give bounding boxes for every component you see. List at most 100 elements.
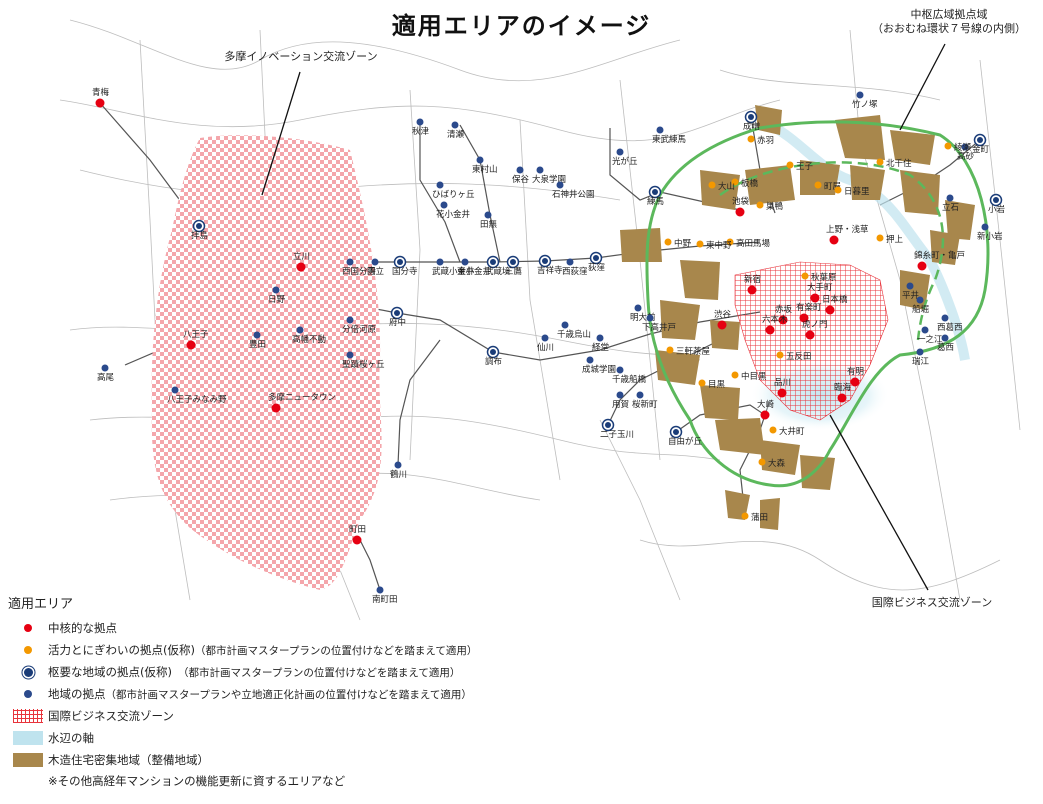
vitality-station-label: 東中野 <box>706 240 732 251</box>
core-station-marker <box>810 293 820 303</box>
local-station-marker <box>616 391 624 399</box>
vitality-station-label: 秋葉原 <box>811 272 837 283</box>
local-station-label: 桜新町 <box>632 399 658 410</box>
local-station-marker <box>916 348 924 356</box>
core-station-label: 錦糸町・亀戸 <box>914 250 965 261</box>
local-station-marker <box>272 286 280 294</box>
core-station-label: 臨海 <box>834 382 852 393</box>
local-station-marker <box>921 326 929 334</box>
vitality-station-marker <box>731 371 739 379</box>
local-station-marker <box>536 166 544 174</box>
callout-line-intl <box>829 414 929 591</box>
page-title: 適用エリアのイメージ <box>391 12 652 40</box>
vitality-station-marker <box>786 161 794 169</box>
local-station-marker <box>981 223 989 231</box>
key-local-station-marker-core <box>490 259 496 265</box>
vitality-station-label: 蒲田 <box>751 512 768 523</box>
local-station-label: 大泉学園 <box>532 174 566 185</box>
local-station-label: 東武練馬 <box>652 134 686 145</box>
vitality-station-marker <box>741 512 749 520</box>
legend-item-water: 水辺の軸 <box>8 727 648 749</box>
core-station-marker <box>799 313 809 323</box>
vitality-station-label: 日暮里 <box>844 186 870 197</box>
local-station-label: 田無 <box>480 219 498 230</box>
wood-box-icon <box>13 753 43 767</box>
vitality-station-marker <box>747 135 755 143</box>
core-station-marker <box>271 403 281 413</box>
local-station-marker <box>856 91 864 99</box>
local-station-marker <box>586 356 594 364</box>
legend-label-local: 地域の拠点 <box>48 687 106 701</box>
local-station-marker <box>561 321 569 329</box>
local-station-label: 高尾 <box>97 372 115 383</box>
local-station-marker <box>616 366 624 374</box>
local-station-label: 葛西 <box>937 342 954 353</box>
local-station-marker <box>941 334 949 342</box>
callout-chusu-sub: （おおむね環状７号線の内側） <box>872 22 1026 35</box>
core-station-marker <box>95 98 105 108</box>
key-local-station-marker-core <box>394 310 400 316</box>
legend-heading: 適用エリア <box>8 597 74 612</box>
key-local-station-marker-core <box>977 137 983 143</box>
core-station-marker <box>765 325 775 335</box>
local-station-marker <box>253 331 261 339</box>
local-station-label: 日野 <box>268 295 286 305</box>
key-local-station-marker-core <box>510 259 516 265</box>
local-station-label: 東村山 <box>472 164 498 175</box>
legend: 適用エリア 中核的な拠点 活力とにぎわいの拠点(仮称) （都市計画マスタープラン… <box>8 593 648 789</box>
local-station-label: 豊田 <box>249 339 266 350</box>
vitality-station-marker <box>708 181 716 189</box>
core-station-marker <box>825 305 835 315</box>
local-station-marker <box>476 156 484 164</box>
callout-chusu: 中枢広域拠点域 （おおむね環状７号線の内側） <box>856 8 1042 36</box>
local-station-marker <box>596 334 604 342</box>
local-station-label: ひばりヶ丘 <box>432 190 475 200</box>
key-local-station-label: 荻窪 <box>588 262 605 273</box>
key-local-station-label: 練馬 <box>647 196 664 207</box>
vitality-station-label: 中野 <box>674 238 692 249</box>
local-station-label: 経堂 <box>592 342 609 353</box>
core-station-marker <box>186 340 196 350</box>
local-station-label: 竹ノ塚 <box>852 99 878 110</box>
local-station-label: 南町田 <box>372 594 398 605</box>
local-station-label: 千歳烏山 <box>557 329 591 340</box>
key-local-station-label: 拝島 <box>191 230 209 241</box>
local-station-marker <box>394 461 402 469</box>
core-station-marker <box>735 207 745 217</box>
vitality-dot-icon <box>24 646 32 654</box>
core-station-label: 大手町 <box>807 282 833 293</box>
local-station-label: 分倍河原 <box>342 324 376 335</box>
core-station-marker <box>717 320 727 330</box>
core-station-marker <box>760 410 770 420</box>
core-station-label: 青梅 <box>92 87 110 98</box>
local-station-marker <box>376 586 384 594</box>
local-station-label: 立石 <box>942 202 959 213</box>
core-station-label: 六本木 <box>762 314 788 325</box>
key-local-station-marker-core <box>748 114 754 120</box>
vitality-station-label: 三軒茶屋 <box>676 346 711 357</box>
vitality-station-marker <box>944 142 952 150</box>
key-local-station-marker-core <box>593 255 599 261</box>
local-station-marker <box>296 326 304 334</box>
local-station-label: 船堀 <box>912 304 929 315</box>
local-station-marker <box>461 258 469 266</box>
vitality-station-label: 赤羽 <box>757 136 774 146</box>
local-station-marker <box>634 304 642 312</box>
core-station-marker <box>778 315 788 325</box>
key-local-station-marker-core <box>397 259 403 265</box>
local-station-marker <box>541 334 549 342</box>
callout-line-chusu <box>899 43 946 131</box>
ring-road-7 <box>645 120 990 488</box>
local-station-label: 千歳船橋 <box>612 374 647 385</box>
vitality-station-label: 押上 <box>886 234 904 245</box>
key-local-station-label: 国分寺 <box>392 267 418 277</box>
local-station-marker <box>171 386 179 394</box>
key-local-station-marker-core <box>993 197 999 203</box>
local-station-marker <box>416 118 424 126</box>
local-station-label: 清瀬 <box>447 129 465 140</box>
local-station-marker <box>916 296 924 304</box>
local-station-marker <box>101 364 109 372</box>
core-station-marker <box>917 261 927 271</box>
local-station-label: 新小岩 <box>977 231 1003 242</box>
legend-item-intl: 国際ビジネス交流ゾーン <box>8 705 648 727</box>
